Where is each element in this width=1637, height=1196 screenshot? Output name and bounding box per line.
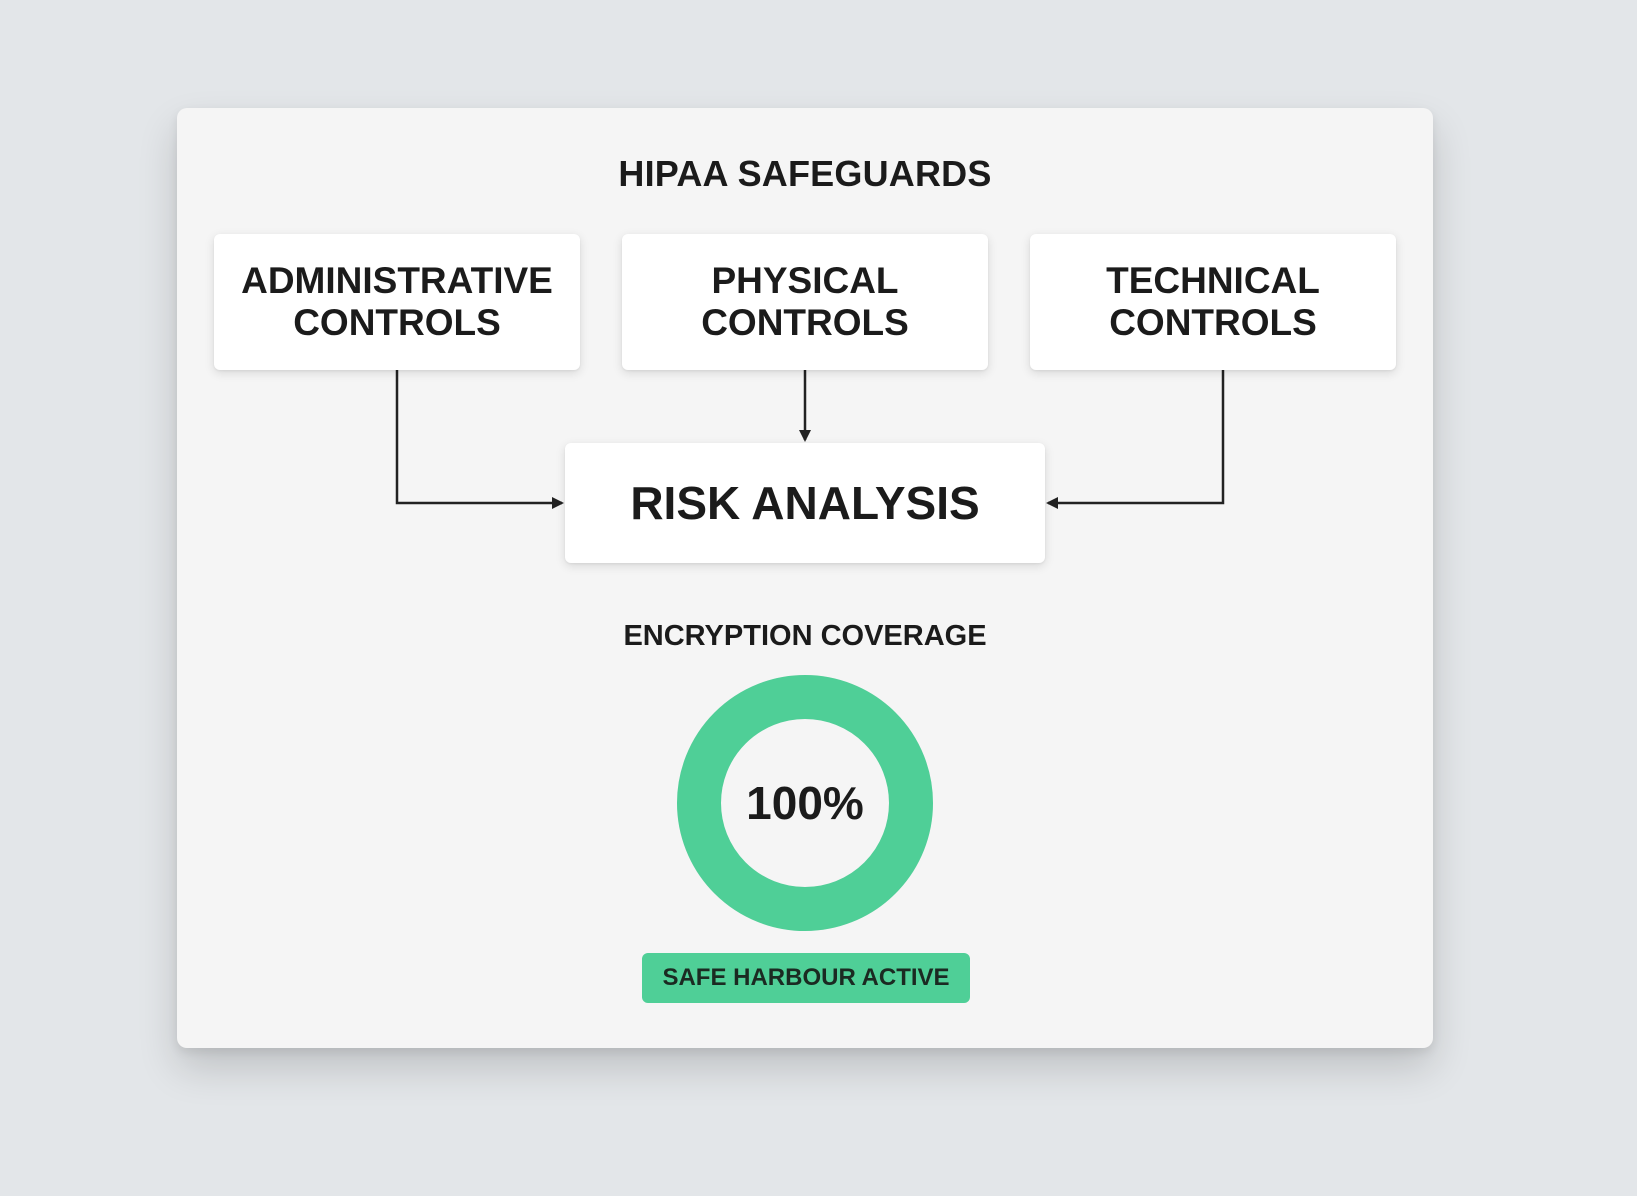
donut-arc bbox=[677, 675, 933, 931]
safeguards-card: HIPAA SAFEGUARDS ADMINISTRATIVE CONTROLS… bbox=[177, 108, 1433, 1048]
administrative-controls-box: ADMINISTRATIVE CONTROLS bbox=[214, 234, 580, 370]
diagram-title: HIPAA SAFEGUARDS bbox=[618, 153, 992, 194]
encryption-donut bbox=[677, 675, 933, 931]
encryption-percentage: 100% bbox=[746, 777, 864, 829]
flow-arrows bbox=[395, 370, 1225, 509]
encryption-coverage-label: ENCRYPTION COVERAGE bbox=[623, 620, 987, 652]
arrow-technical-to-risk bbox=[1046, 370, 1225, 509]
safe-harbour-badge: SAFE HARBOUR ACTIVE bbox=[642, 953, 970, 1003]
technical-controls-box: TECHNICAL CONTROLS bbox=[1030, 234, 1396, 370]
risk-analysis-box: RISK ANALYSIS bbox=[565, 443, 1045, 563]
arrow-administrative-to-risk bbox=[395, 370, 564, 509]
physical-controls-box: PHYSICAL CONTROLS bbox=[622, 234, 988, 370]
